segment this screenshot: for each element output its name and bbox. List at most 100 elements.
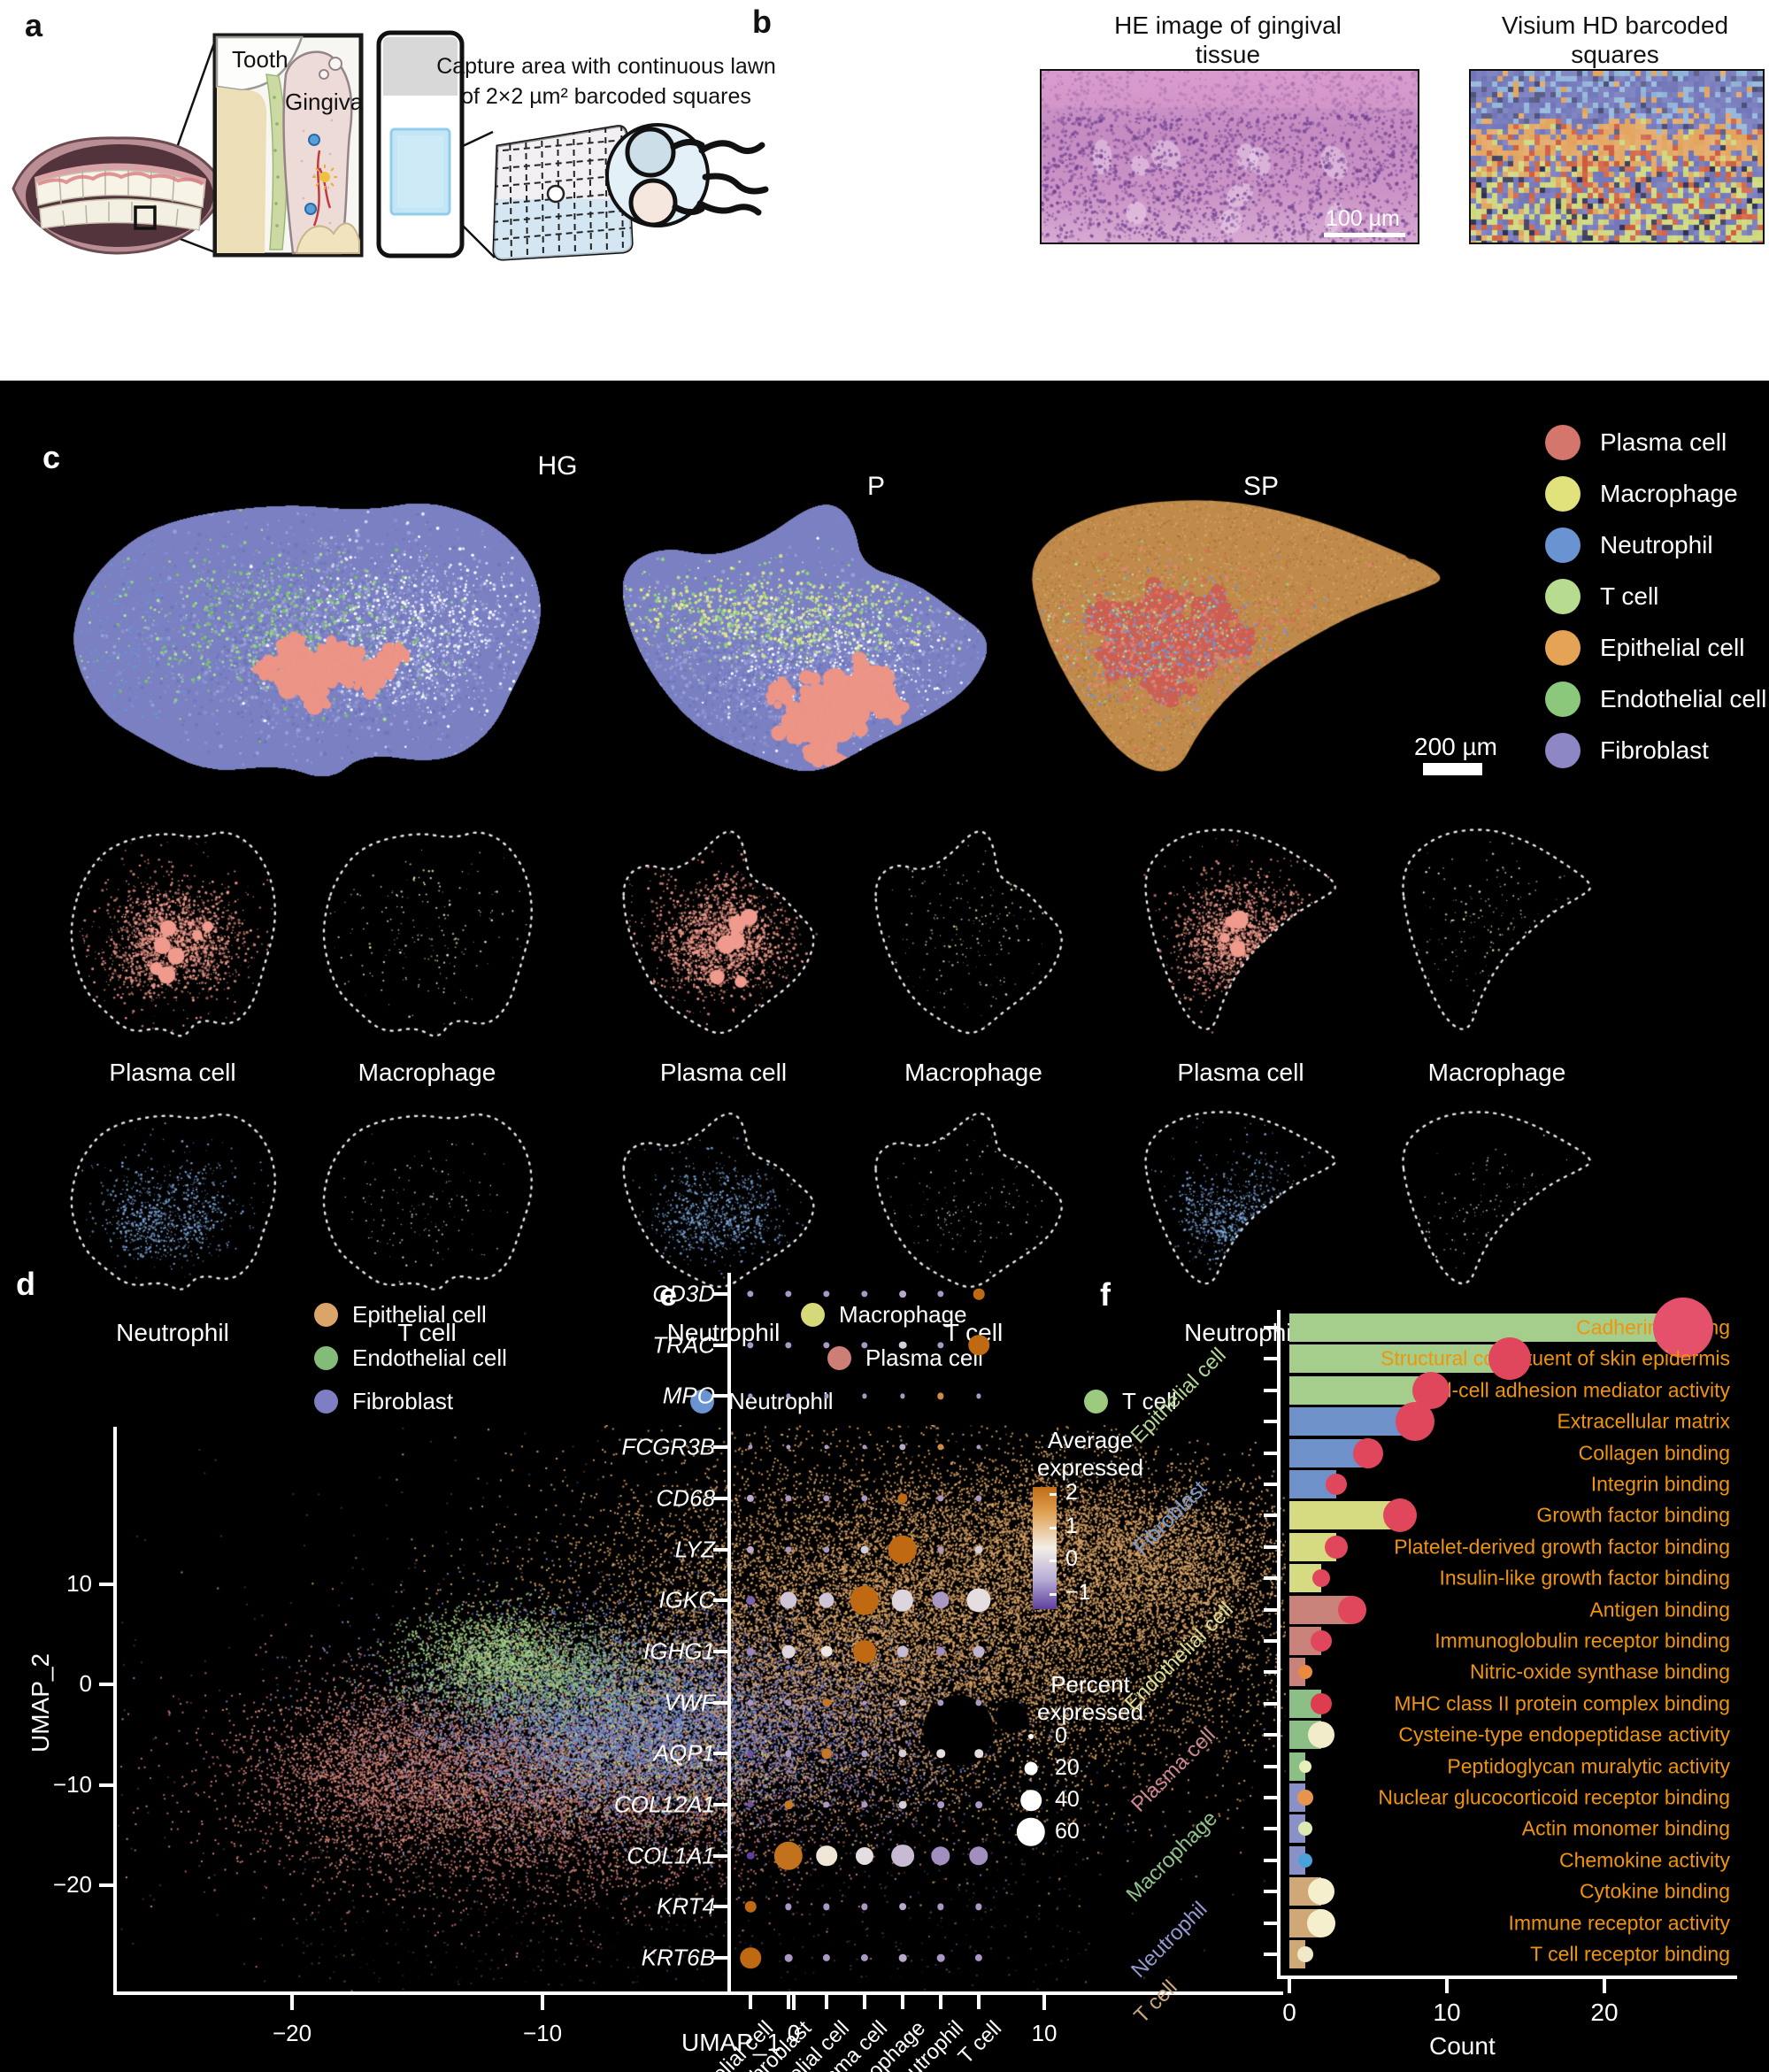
go-y-tick [1264,1921,1277,1925]
go-dot [1307,1722,1334,1749]
dotplot-dot-LYZ-3 [860,1544,869,1554]
immune-cell-dot-blue [304,203,317,215]
mouth-illustration [12,136,227,255]
umap-x-axis [113,1991,1283,1995]
legend-label: Macrophage [1600,480,1738,507]
dotplot-y-tick [713,1292,727,1296]
dotplot-dot-COL12A1-2 [823,1801,830,1808]
legend-swatch-tcell [1545,579,1581,614]
dotplot-dot-KRT4-5 [937,1903,944,1911]
go-dot [1306,1908,1335,1937]
umap-legend-item: T cell [1084,1388,1177,1415]
go-term-label: Growth factor binding [1536,1503,1730,1527]
go-bar [1289,1375,1432,1405]
go-term-label: Nuclear glucocorticoid receptor binding [1378,1785,1730,1809]
gene-label-CD68: CD68 [656,1484,715,1512]
legend-label: Fibroblast [1600,736,1709,764]
dotplot-dot-COL1A1-4 [891,1844,914,1868]
go-dot [1297,1665,1312,1680]
visium-slide-graphic [376,30,465,258]
umap-legend-item: Plasma cell [827,1344,983,1372]
go-x-tick-label: 10 [1433,1999,1461,2026]
tooth-gingiva-inset [212,33,364,258]
go-y-tick [1264,1764,1277,1768]
subpanel-label-hg-1: Macrophage [358,1059,496,1086]
dotplot-dot-IGHG1-3 [853,1639,876,1663]
umap-xlabel: UMAP_1 [681,2029,781,2056]
dotplot-dot-LYZ-2 [823,1545,830,1553]
subpanel-map-p-plasma [619,823,827,1044]
dotplot-y-tick [713,1803,727,1806]
dotplot-y-tick [713,1394,727,1398]
go-term-label: Integrin binding [1590,1472,1730,1496]
umap-y-tick-label: 0 [79,1670,92,1697]
umap-legend-label: Epithelial cell [352,1301,487,1328]
dotplot-dot-IGKC-2 [819,1592,835,1608]
dotplot-dot-COL1A1-3 [855,1846,874,1865]
umap-legend-item: Neutrophil [690,1388,834,1415]
dotplot-dot-MPO-0 [748,1393,753,1398]
dotplot-dot-IGKC-5 [932,1591,950,1609]
panel-c-label: c [42,439,61,475]
go-dot [1310,1692,1332,1714]
umap-y-tick-label: 10 [66,1570,92,1597]
panel-b-label: b [752,4,772,40]
subpanel-label-p-2: Neutrophil [666,1319,781,1346]
dotplot-dot-AQP1-4 [898,1749,907,1758]
colorbar-tick [1050,1593,1057,1597]
sample-title-p: P [866,472,885,501]
dotplot-dot-TRAC-5 [937,1342,944,1349]
capture-area-caption: Capture area with continuous lawn of 2×2… [436,54,776,109]
go-y-tick [1264,1796,1277,1799]
dotplot-dot-FCGR3B-5 [937,1444,944,1451]
scale-bar-100um [1324,233,1405,237]
go-y-tick [1264,1544,1277,1549]
legend-swatch-epithelial [1545,630,1581,666]
gene-label-VWF: VWF [664,1689,715,1716]
dotplot-x-tick [825,1995,828,2009]
gene-label-COL1A1: COL1A1 [627,1842,715,1869]
go-bar [1289,1344,1511,1374]
umap-legend-swatch [314,1303,338,1327]
subpanel-map-sp-tcell [1396,1106,1597,1297]
dotplot-dot-COL1A1-5 [931,1845,950,1866]
go-y-tick [1264,1483,1277,1486]
subpanel-map-p-neutrophil [619,1106,827,1297]
dotplot-dot-KRT6B-4 [898,1953,907,1962]
panel-a-label: a [25,7,43,43]
dotplot-dot-VWF-2 [822,1698,831,1707]
go-dot [1307,1878,1334,1906]
percent-legend-dot [1016,1817,1046,1847]
dotplot-dot-KRT6B-0 [740,1947,761,1968]
dotplot-dot-AQP1-1 [785,1750,792,1757]
legend-label: Epithelial cell [1600,634,1745,661]
go-bar [1289,1501,1400,1530]
percent-legend-dot [1020,1790,1042,1811]
dotplot-y-tick [713,1496,727,1500]
dotplot-dot-IGKC-0 [746,1596,755,1605]
dotplot-dot-KRT6B-2 [822,1954,831,1962]
legend-item-plasma: Plasma cell [1545,425,1727,460]
go-dot [1296,1790,1313,1806]
dotplot-dot-MPO-5 [937,1392,944,1400]
go-term-label: Structural constituent of skin epidermis [1380,1346,1730,1370]
umap-legend-label: T cell [1122,1388,1177,1414]
umap-x-tick [792,1995,796,2010]
dotplot-dot-TRAC-0 [747,1342,754,1349]
umap-legend-swatch [314,1346,338,1370]
go-y-tick [1264,1890,1277,1894]
go-chart-y-axis [1277,1310,1281,1977]
dotplot-y-tick [713,1547,727,1552]
legend-item-fibroblast: Fibroblast [1545,733,1709,768]
umap-y-axis [113,1427,117,1993]
go-x-tick-label: 0 [1282,1999,1296,2026]
percent-legend-dot [1028,1734,1034,1739]
go-dot [1297,1822,1312,1837]
dotplot-dot-KRT4-4 [899,1903,906,1911]
dotplot-dot-LYZ-0 [746,1545,755,1553]
dotplot-dot-IGHG1-0 [746,1647,755,1656]
dotplot-dot-COL12A1-0 [747,1801,754,1808]
go-term-label: Extracellular matrix [1557,1409,1730,1433]
go-x-tick [1603,1979,1606,1993]
dotplot-dot-IGHG1-1 [781,1645,796,1659]
